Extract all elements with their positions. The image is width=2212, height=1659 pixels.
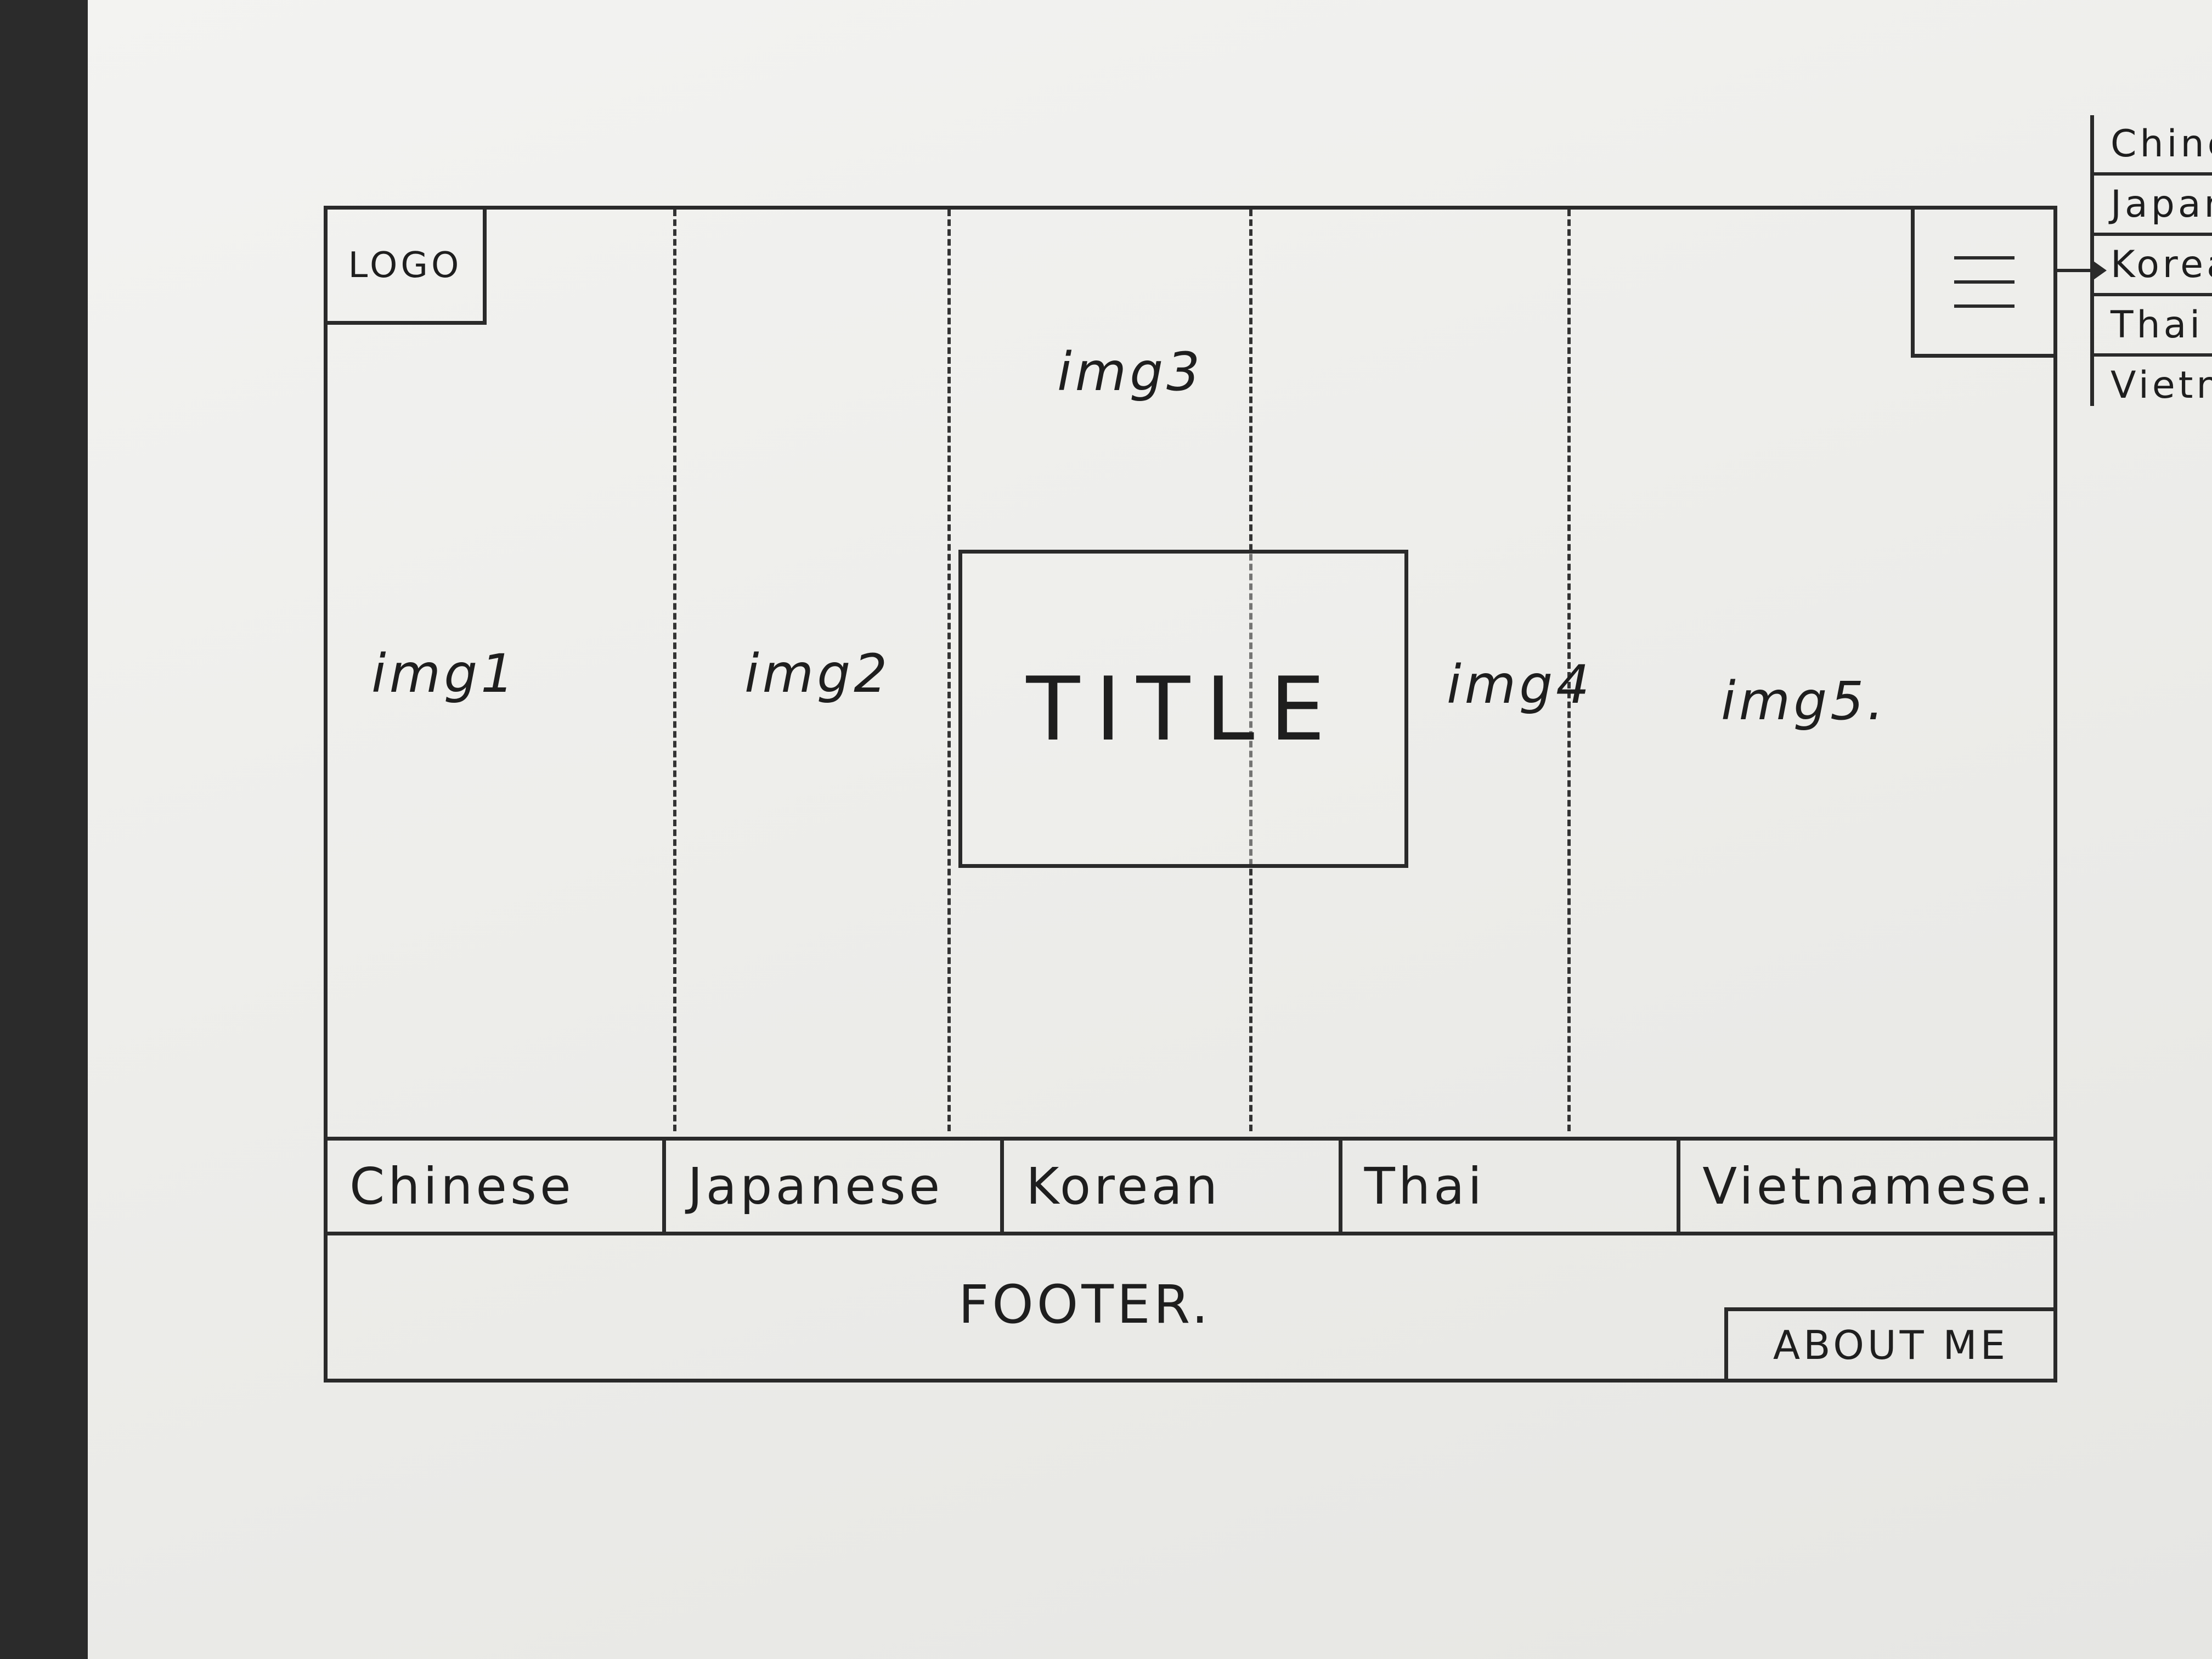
- hero-image-3: img3: [1057, 341, 1204, 403]
- arrow-right-icon: [2057, 261, 2107, 280]
- about-me-button[interactable]: ABOUT ME: [1724, 1307, 2053, 1379]
- hamburger-menu-icon: [1954, 256, 2015, 259]
- nav-item-korean[interactable]: Korean: [1004, 1141, 1342, 1232]
- logo[interactable]: LOGO: [328, 210, 487, 325]
- hamburger-menu-button[interactable]: [1911, 210, 2053, 358]
- footer-label: FOOTER.: [958, 1274, 1212, 1335]
- nav-item-japanese[interactable]: Japanese: [666, 1141, 1005, 1232]
- nav-item-chinese[interactable]: Chinese: [328, 1141, 666, 1232]
- nav-item-thai[interactable]: Thai: [1342, 1141, 1681, 1232]
- dropdown-item-japanese[interactable]: Japanese: [2094, 176, 2212, 236]
- dropdown-item-chinese[interactable]: Chinese: [2094, 115, 2212, 176]
- dropdown-item-korean[interactable]: Korean: [2094, 236, 2212, 296]
- image-divider: [1567, 210, 1571, 1131]
- image-divider: [947, 210, 951, 1131]
- title-box: TITLE: [958, 550, 1408, 868]
- about-me-label: ABOUT ME: [1773, 1322, 2009, 1368]
- dropdown-menu: Chinese Japanese Korean Thai Vietname: [2090, 115, 2212, 406]
- hero-image-5: img5.: [1721, 670, 1887, 732]
- logo-label: LOGO: [348, 245, 462, 286]
- image-divider: [1249, 210, 1252, 1131]
- hero-image-2: img2: [744, 643, 891, 704]
- website-wireframe: LOGO img1 img2 img3 img4 img5. TITLE Chi…: [324, 206, 2057, 1383]
- dropdown-item-vietnamese[interactable]: Vietname: [2094, 357, 2212, 407]
- nav-item-vietnamese[interactable]: Vietnamese.: [1702, 1156, 2054, 1216]
- dropdown-item-thai[interactable]: Thai: [2094, 296, 2212, 357]
- image-divider: [673, 210, 676, 1131]
- hero-image-1: img1: [371, 643, 518, 704]
- paper-sheet: LOGO img1 img2 img3 img4 img5. TITLE Chi…: [88, 0, 2212, 1659]
- page-title: TITLE: [1026, 657, 1341, 760]
- cuisine-nav: Chinese Japanese Korean Thai Vietnamese.: [328, 1137, 2053, 1235]
- hero-image-4: img4: [1447, 654, 1593, 715]
